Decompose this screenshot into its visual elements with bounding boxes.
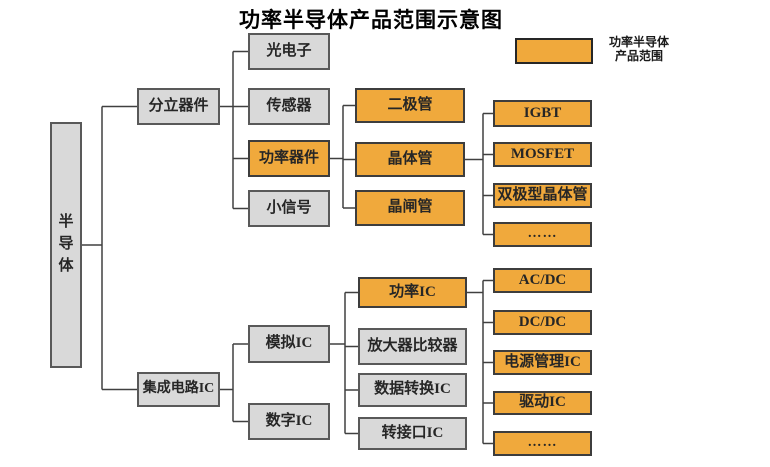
legend-label-line1: 功率半导体 (608, 35, 669, 49)
node-more-power-ics: …… (493, 431, 592, 456)
node-small-signal: 小信号 (248, 190, 330, 227)
node-diode: 二极管 (355, 88, 465, 123)
legend-label-line2: 产品范围 (614, 49, 663, 64)
node-more-power-devices: …… (493, 222, 592, 247)
node-igbt: IGBT (493, 100, 592, 127)
node-bipolar-transistor: 双极型晶体管 (493, 183, 592, 208)
node-power-devices: 功率器件 (248, 140, 330, 177)
node-mosfet: MOSFET (493, 142, 592, 167)
node-power-management-ic: 电源管理IC (493, 350, 592, 375)
node-interface-ic: 转接口IC (358, 417, 467, 450)
legend-label: 功率半导体 产品范围 (597, 35, 681, 64)
node-amplifier-comparator: 放大器比较器 (358, 328, 467, 365)
diagram-title: 功率半导体产品范围示意图 (239, 8, 503, 32)
node-acdc: AC/DC (493, 268, 592, 293)
node-semiconductor: 半导体 (50, 122, 82, 368)
node-integrated-circuit: 集成电路IC (137, 372, 220, 407)
legend-highlight-swatch (515, 38, 593, 64)
node-thyristor: 晶闸管 (355, 190, 465, 226)
node-digital-ic: 数字IC (248, 403, 330, 440)
node-optoelectronics: 光电子 (248, 33, 330, 70)
node-discrete-devices: 分立器件 (137, 88, 220, 125)
node-dcdc: DC/DC (493, 310, 592, 335)
node-driver-ic: 驱动IC (493, 391, 592, 415)
node-data-conversion-ic: 数据转换IC (358, 373, 467, 407)
node-transistor: 晶体管 (355, 142, 465, 177)
node-sensor: 传感器 (248, 88, 330, 125)
node-power-ic: 功率IC (358, 277, 467, 308)
node-analog-ic: 模拟IC (248, 325, 330, 363)
